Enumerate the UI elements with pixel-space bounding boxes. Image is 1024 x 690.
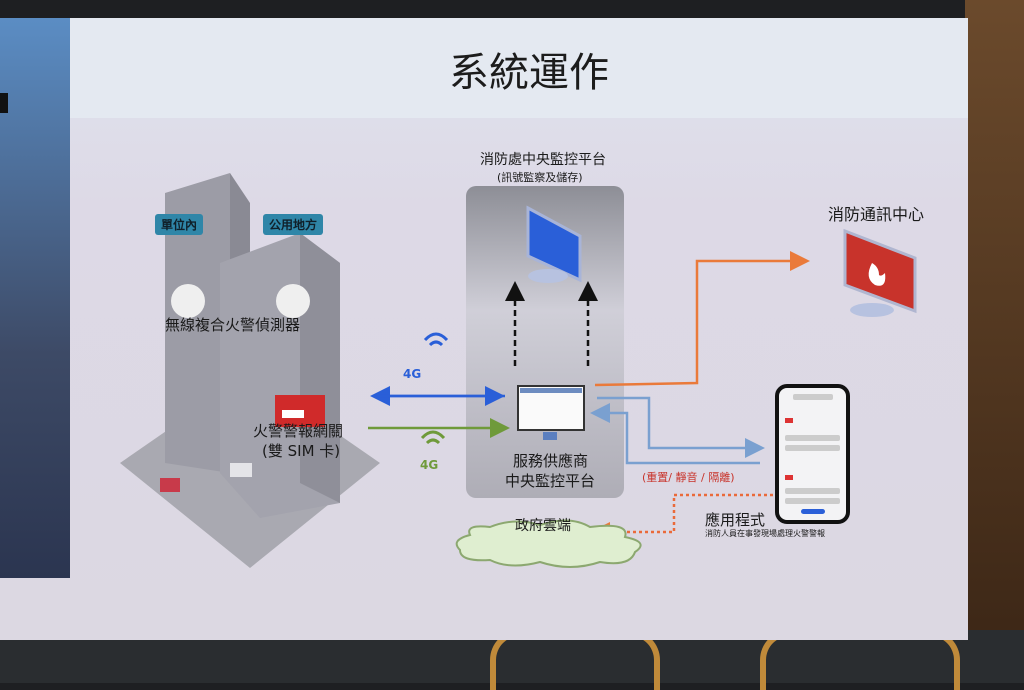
- app-actions-label: (重置/ 靜音 / 隔離): [642, 471, 735, 484]
- comm-centre-label: 消防通訊中心: [828, 205, 925, 224]
- gateway-label: 火警警報網關: [253, 422, 344, 440]
- left-photo-panel: [0, 18, 70, 578]
- building-illustration: [120, 173, 380, 568]
- comm-centre-monitor-icon: [843, 228, 917, 317]
- provider-line2: 中央監控平台: [505, 472, 596, 490]
- projection-screen: 系統運作 單位內 公用地方 無線複合火警偵測器 火警警報網關 (雙 SIM 卡)…: [0, 18, 968, 640]
- app-subtitle: 消防人員在事發現場處理火警警報: [705, 529, 825, 538]
- network-4g-primary: 4G: [403, 367, 422, 381]
- smoke-detector-icon: [276, 284, 310, 318]
- smoke-detector-icon: [171, 284, 205, 318]
- wifi-icon: [423, 332, 449, 347]
- arrow-from-app: [590, 403, 760, 465]
- gateway-sub-label: (雙 SIM 卡): [262, 442, 341, 460]
- tag-public-area: 公用地方: [263, 214, 324, 235]
- app-title: 應用程式: [705, 511, 766, 529]
- diagram-arrows: [368, 205, 917, 568]
- fsd-monitor-icon: [526, 205, 582, 283]
- detector-label: 無線複合火警偵測器: [165, 316, 301, 334]
- arrow-to-app: [597, 396, 765, 458]
- slide-title: 系統運作: [449, 50, 609, 96]
- arrow-orange-to-comm-centre: [594, 251, 810, 387]
- car-icon: [230, 463, 252, 477]
- cloud-icon: [455, 519, 642, 568]
- wifi-icon: [420, 430, 446, 445]
- camera: [0, 93, 8, 113]
- provider-line1: 服務供應商: [513, 452, 589, 470]
- provider-monitor-icon: [517, 385, 585, 440]
- arrow-app-to-cloud: [590, 493, 773, 542]
- fsd-platform-title: 消防處中央監控平台: [480, 152, 606, 168]
- fsd-platform-subtitle: (訊號監察及儲存): [497, 171, 583, 184]
- tag-inside-unit: 單位內: [155, 214, 204, 235]
- tower-left: [165, 173, 230, 473]
- network-4g-backup: 4G: [420, 458, 439, 472]
- car-icon: [160, 478, 180, 492]
- room-wall: [965, 0, 1024, 683]
- flame-icon: [868, 263, 886, 286]
- gov-cloud-label: 政府雲端: [515, 518, 571, 534]
- smartphone-app-icon: [775, 384, 850, 524]
- title-bar: [60, 18, 968, 118]
